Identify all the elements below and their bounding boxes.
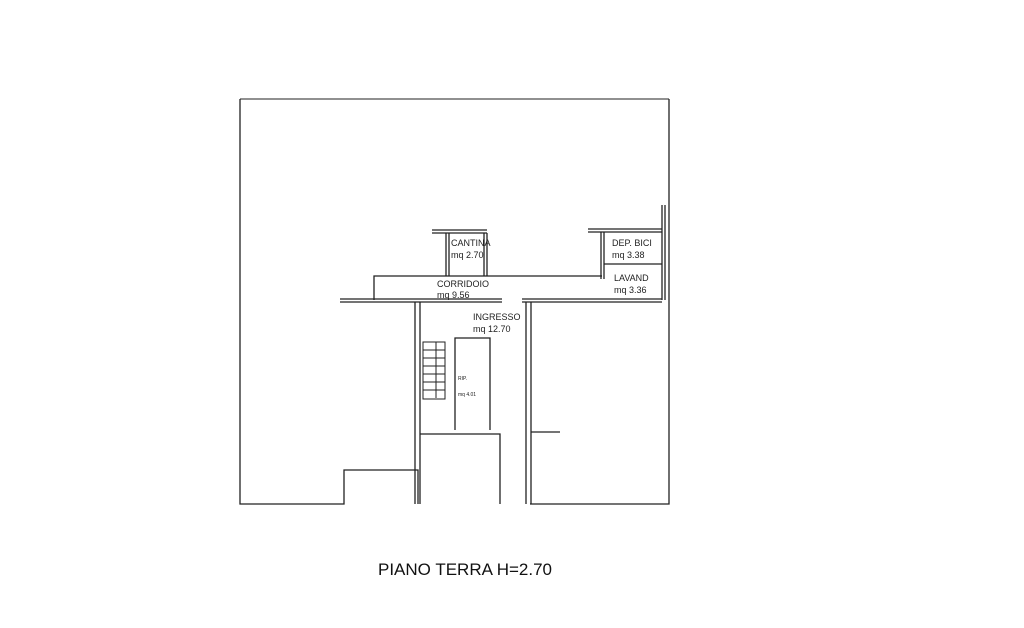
rip-label: RIP. [458, 376, 467, 382]
cantina-walls [432, 229, 488, 276]
corridoio-label: CORRIDOIO [437, 279, 489, 289]
corridoio-area: mq 9.56 [437, 290, 470, 300]
ingresso-walls [414, 302, 560, 504]
outer-boundary-right [530, 99, 670, 505]
rip-area: mq 4.01 [458, 392, 476, 398]
outer-boundary [239, 99, 419, 505]
service-walls [588, 205, 666, 300]
corridor-walls [340, 275, 662, 303]
dep-bici-area: mq 3.38 [612, 250, 645, 260]
ingresso-label: INGRESSO [473, 312, 521, 322]
cantina-area: mq 2.70 [451, 250, 484, 260]
stairs [422, 341, 446, 400]
lavand-area: mq 3.36 [614, 285, 647, 295]
lavand-label: LAVAND [614, 273, 649, 283]
cantina-label: CANTINA [451, 238, 491, 248]
ingresso-area: mq 12.70 [473, 324, 511, 334]
floor-title: PIANO TERRA H=2.70 [378, 560, 552, 579]
dep-bici-label: DEP. BICI [612, 238, 652, 248]
